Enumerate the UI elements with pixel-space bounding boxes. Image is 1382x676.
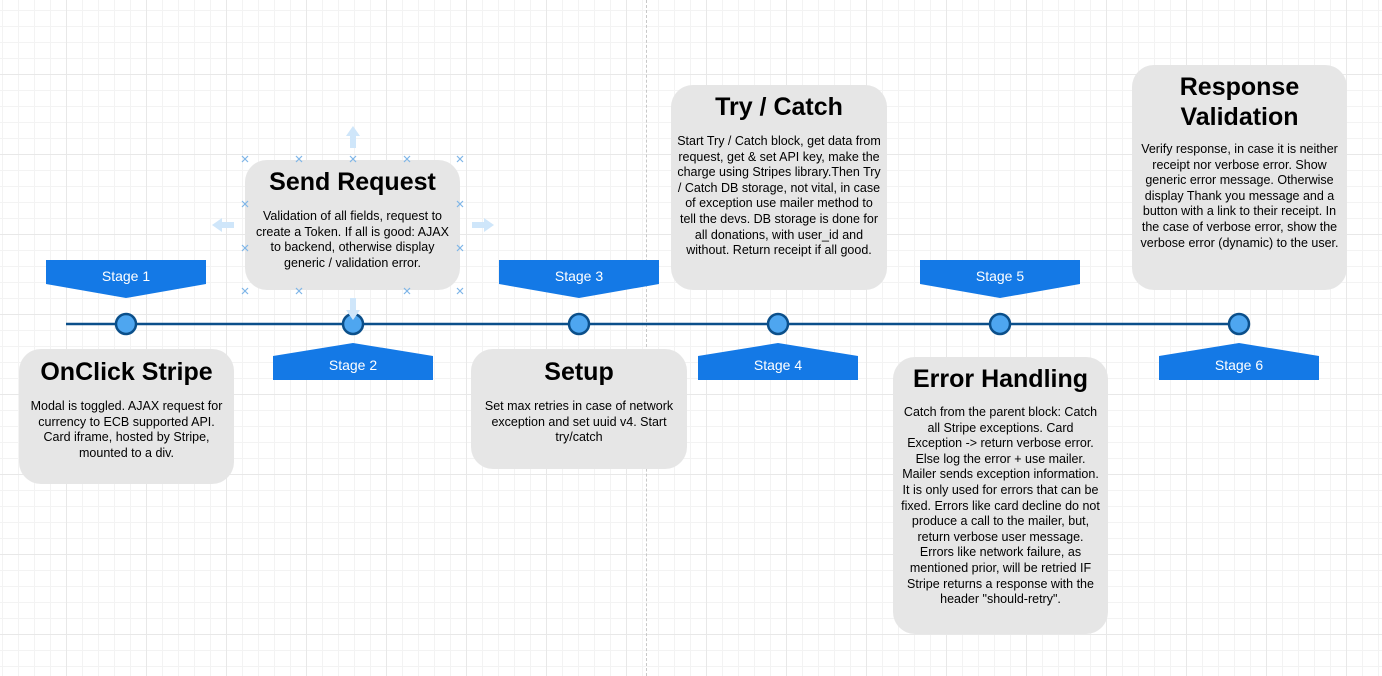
stage-3-label: Stage 3 bbox=[555, 268, 603, 284]
stage-4-title: Try / Catch bbox=[715, 93, 843, 121]
stage-3-title: Setup bbox=[544, 358, 614, 386]
stage-1-label: Stage 1 bbox=[102, 268, 150, 284]
stage-1-card[interactable]: OnClick Stripe Modal is toggled. AJAX re… bbox=[19, 349, 234, 484]
stage-2-title: Send Request bbox=[269, 168, 436, 196]
stage-3-banner[interactable]: Stage 3 bbox=[499, 260, 659, 298]
stage-6-label: Stage 6 bbox=[1215, 357, 1263, 373]
stage-3-node[interactable] bbox=[567, 312, 591, 336]
stage-5-card[interactable]: Error Handling Catch from the parent blo… bbox=[893, 357, 1108, 634]
stage-6-node[interactable] bbox=[1227, 312, 1251, 336]
stage-4-card[interactable]: Try / Catch Start Try / Catch block, get… bbox=[671, 85, 887, 290]
stage-6-card[interactable]: Response Validation Verify response, in … bbox=[1132, 65, 1347, 290]
stage-1-node[interactable] bbox=[114, 312, 138, 336]
stage-1-title: OnClick Stripe bbox=[40, 358, 213, 386]
stage-2-card[interactable]: Send Request Validation of all fields, r… bbox=[245, 160, 460, 290]
stage-4-description: Start Try / Catch block, get data from r… bbox=[677, 134, 881, 258]
stage-2-banner[interactable]: Stage 2 bbox=[273, 343, 433, 380]
stage-5-label: Stage 5 bbox=[976, 268, 1024, 284]
stage-5-banner[interactable]: Stage 5 bbox=[920, 260, 1080, 298]
stage-6-banner[interactable]: Stage 6 bbox=[1159, 343, 1319, 380]
stage-3-description: Set max retries in case of network excep… bbox=[484, 399, 674, 445]
stage-4-node[interactable] bbox=[766, 312, 790, 336]
stage-5-description: Catch from the parent block: Catch all S… bbox=[901, 405, 1100, 607]
stage-2-description: Validation of all fields, request to cre… bbox=[256, 209, 449, 270]
stage-4-banner[interactable]: Stage 4 bbox=[698, 343, 858, 380]
stage-6-title: Response Validation bbox=[1179, 73, 1300, 131]
stage-5-node[interactable] bbox=[988, 312, 1012, 336]
stage-3-card[interactable]: Setup Set max retries in case of network… bbox=[471, 349, 687, 469]
stage-4-label: Stage 4 bbox=[754, 357, 802, 373]
stage-1-banner[interactable]: Stage 1 bbox=[46, 260, 206, 298]
stage-2-node[interactable] bbox=[341, 312, 365, 336]
page-break-divider bbox=[646, 0, 647, 676]
stage-5-title: Error Handling bbox=[912, 365, 1088, 393]
stage-6-description: Verify response, in case it is neither r… bbox=[1140, 142, 1339, 250]
stage-2-label: Stage 2 bbox=[329, 357, 377, 373]
stage-1-description: Modal is toggled. AJAX request for curre… bbox=[30, 399, 223, 460]
